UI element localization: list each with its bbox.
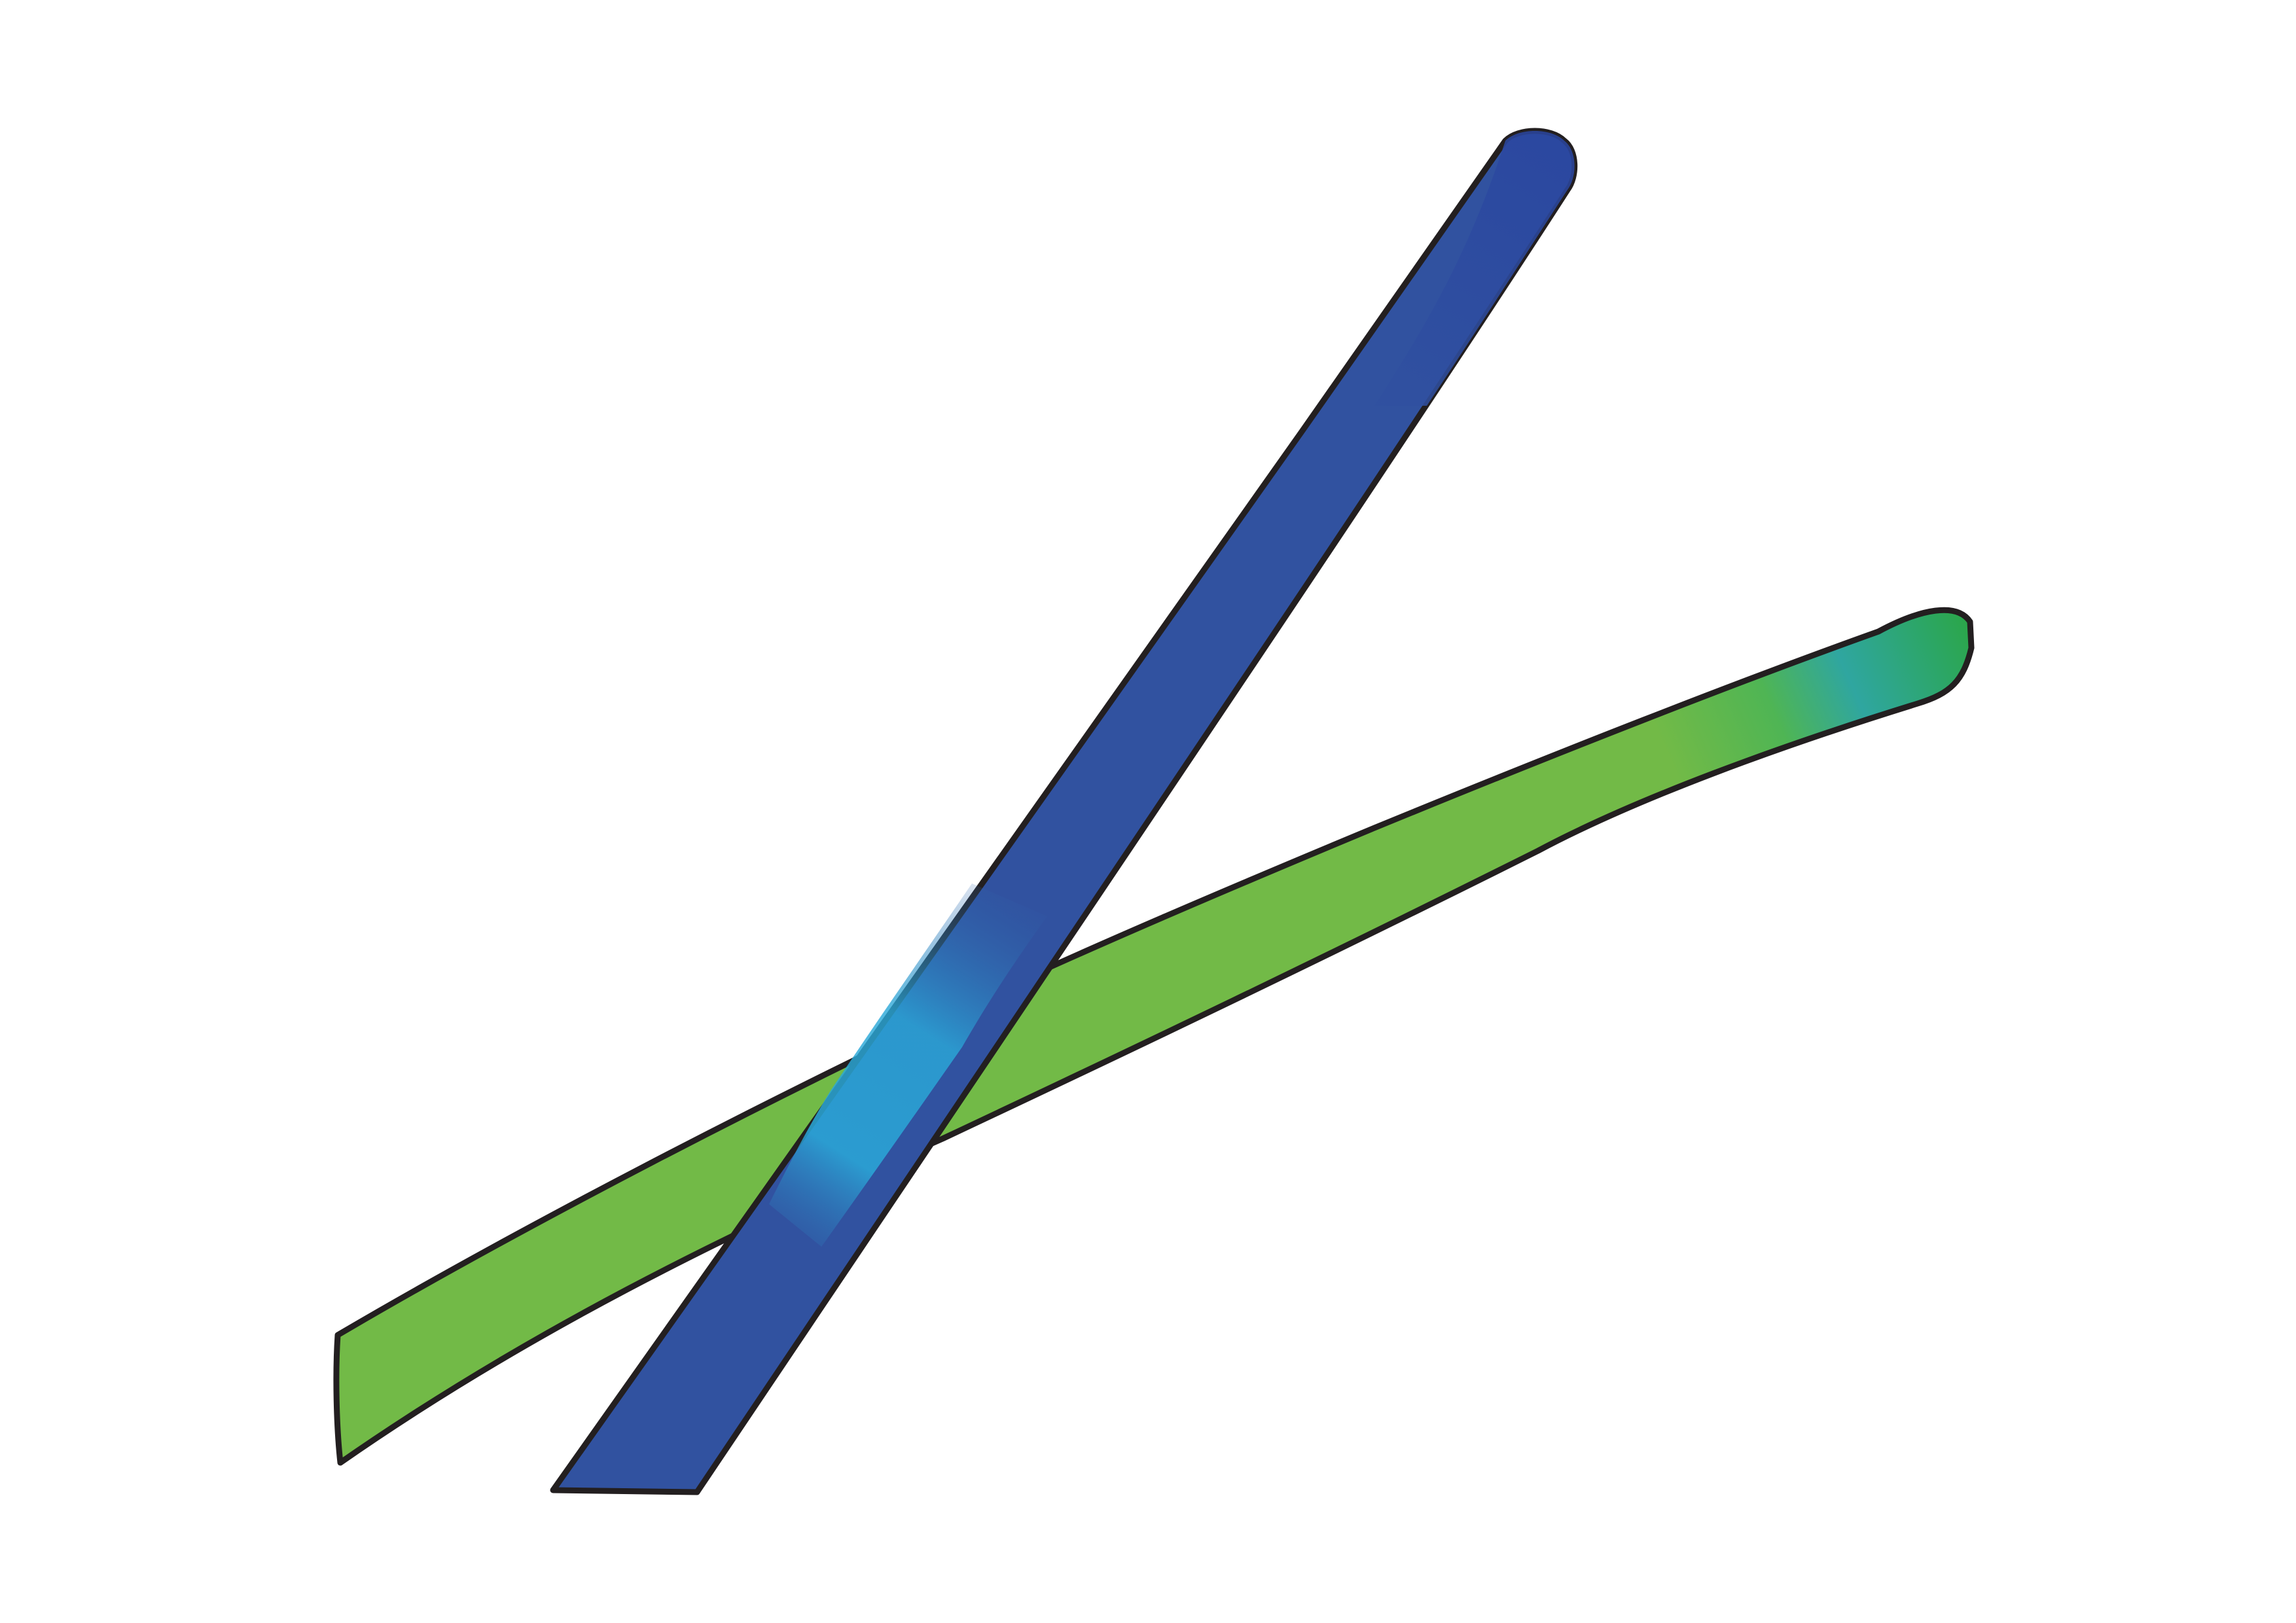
blue-stroke-tip-shade (1374, 131, 1575, 406)
blue-stroke-highlight (769, 883, 1047, 1247)
blue-stroke (550, 128, 1578, 1495)
